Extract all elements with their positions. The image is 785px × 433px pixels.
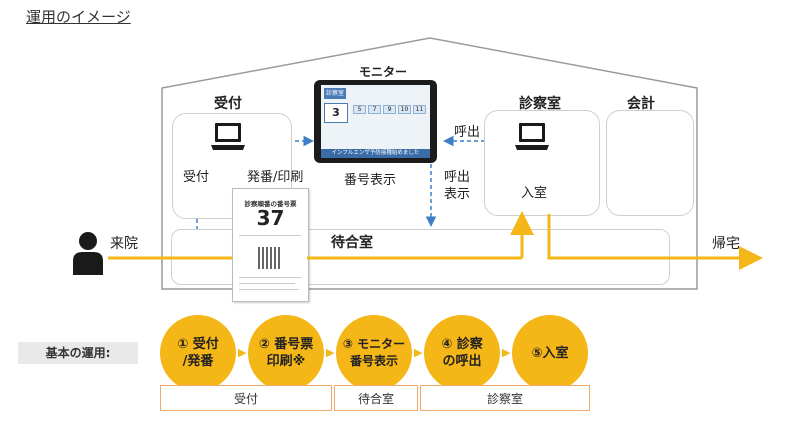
next-number: 5: [353, 105, 366, 114]
monitor-current-number: 3: [324, 103, 348, 123]
number-display-label: 番号表示: [344, 173, 397, 188]
monitor-side-label: 診察室: [324, 88, 346, 99]
monitor-footer-ticker: インフルエンザ予防接種始めました: [321, 149, 430, 158]
next-number: 11: [413, 105, 426, 114]
step-2-line1: ② 番号票: [258, 337, 314, 352]
ticket-heading: 診察順番の番号票: [244, 200, 297, 208]
reception-laptop-icon: [211, 123, 245, 150]
next-number: 10: [398, 105, 411, 114]
waiting-room-label: 待合室: [331, 235, 373, 251]
call-display-label-1: 呼出: [444, 170, 471, 185]
call-label: 呼出: [454, 125, 481, 140]
step-1-line1: ① 受付: [177, 337, 219, 352]
ticket-number: 37: [256, 206, 285, 230]
next-number: 9: [383, 105, 396, 114]
accounting-room-label: 会計: [627, 96, 655, 112]
enter-room-label: 入室: [521, 186, 548, 201]
step-3-line1: ③ モニター: [342, 337, 406, 351]
step-2-line2: 印刷※: [266, 354, 306, 369]
ticket-divider: [239, 235, 301, 236]
accounting-room: [606, 110, 694, 216]
go-home-line: [547, 214, 763, 270]
go-home-label: 帰宅: [712, 236, 740, 252]
page-title: 運用のイメージ: [26, 8, 131, 26]
number-ticket: 診察順番の番号票 37: [232, 188, 309, 302]
steps-label: 基本の運用:: [18, 342, 138, 364]
step-2-circle: ② 番号票印刷※: [248, 315, 324, 391]
step-3-line2: 番号表示: [349, 354, 398, 368]
monitor-tablet: 診察室 3 5 7 9 10 11 インフルエンザ予防接種始めました: [314, 80, 437, 163]
step-arrow-icon: ▶: [414, 346, 423, 359]
exam-room: [484, 110, 600, 216]
step-arrow-icon: ▶: [238, 346, 247, 359]
reception-flow-label: 受付: [183, 170, 210, 185]
call-display-label-2: 表示: [444, 187, 471, 202]
phase-reception: 受付: [160, 385, 332, 411]
ticket-divider: [239, 277, 301, 278]
step-4-line2: の呼出: [442, 354, 482, 369]
exam-room-label: 診察室: [519, 96, 561, 112]
step-3-circle: ③ モニター番号表示: [336, 315, 412, 391]
step-4-circle: ④ 診察の呼出: [424, 315, 500, 391]
step-arrow-icon: ▶: [326, 346, 335, 359]
step-arrow-icon: ▶: [502, 346, 511, 359]
monitor-screen: 診察室 3 5 7 9 10 11 インフルエンザ予防接種始めました: [321, 85, 430, 158]
step-1-circle: ① 受付/発番: [160, 315, 236, 391]
ticket-divider: [239, 283, 295, 284]
step-4-line1: ④ 診察: [441, 337, 483, 352]
step-1-line2: /発番: [182, 354, 214, 369]
step-5-line1: ⑤入室: [531, 345, 569, 361]
building-outline: [161, 37, 698, 290]
arrive-label: 来院: [110, 236, 138, 252]
phase-waiting: 待合室: [334, 385, 418, 411]
monitor-label: モニター: [359, 65, 408, 79]
exam-laptop-icon: [515, 123, 549, 150]
step-5-circle: ⑤入室: [512, 315, 588, 391]
issue-print-label: 発番/印刷: [247, 170, 304, 185]
patient-person-icon: [73, 232, 103, 275]
monitor-next-numbers: 5 7 9 10 11: [353, 105, 426, 114]
phase-exam: 診察室: [420, 385, 590, 411]
ticket-divider: [239, 289, 299, 290]
qr-code-icon: [258, 247, 280, 269]
reception-room-label: 受付: [214, 96, 242, 112]
next-number: 7: [368, 105, 381, 114]
